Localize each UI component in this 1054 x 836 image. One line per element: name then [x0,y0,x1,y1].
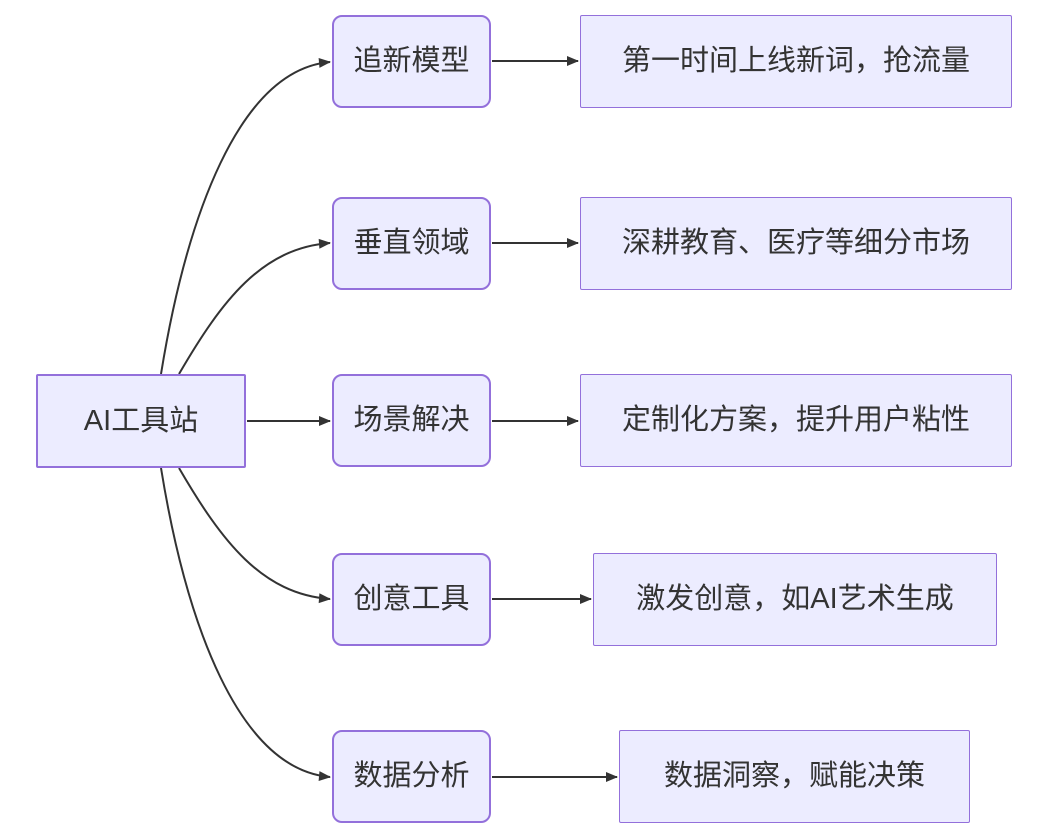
branch-node-4: 创意工具 [332,553,491,646]
branch-node-2: 垂直领域 [332,197,491,290]
branch-node-5: 数据分析 [332,730,491,823]
branch-node-1: 追新模型 [332,15,491,108]
edge-root-to-branch-1 [160,57,331,375]
edge-root-to-branch-4 [178,467,331,604]
detail-node-1: 第一时间上线新词，抢流量 [580,15,1012,108]
root-node: AI工具站 [36,374,246,468]
detail-node-2: 深耕教育、医疗等细分市场 [580,197,1012,290]
detail-node-4: 激发创意，如AI艺术生成 [593,553,997,646]
edge-root-to-branch-2 [178,238,331,375]
edge-root-to-branch-5 [160,467,331,782]
detail-node-3: 定制化方案，提升用户粘性 [580,374,1012,467]
detail-node-5: 数据洞察，赋能决策 [619,730,970,823]
branch-node-3: 场景解决 [332,374,491,467]
